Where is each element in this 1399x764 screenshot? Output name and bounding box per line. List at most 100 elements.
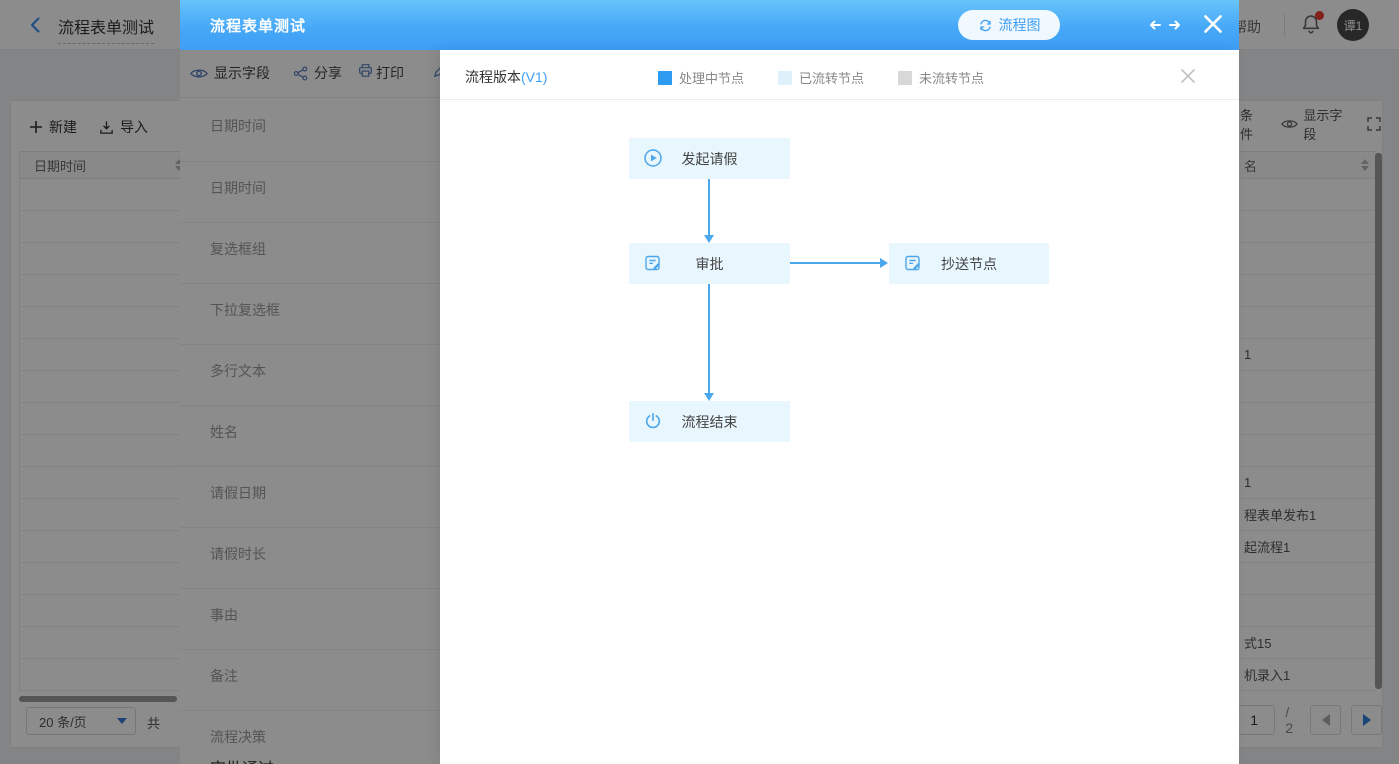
flow-arrow: [790, 262, 880, 264]
page-size-select[interactable]: 20 条/页: [26, 707, 136, 735]
table-row[interactable]: [19, 563, 191, 595]
print-button[interactable]: [358, 63, 373, 78]
decision-value: 审批通过: [210, 755, 274, 764]
field-label: 日期时间: [210, 180, 266, 196]
filter-label: 条件: [1240, 108, 1254, 142]
table-row[interactable]: [19, 499, 191, 531]
flow-node-start[interactable]: 发起请假: [629, 138, 790, 179]
table-row[interactable]: [1240, 307, 1377, 339]
legend-label: 未流转节点: [919, 71, 985, 86]
vertical-scrollbar[interactable]: [1375, 153, 1382, 689]
sort-icon[interactable]: [175, 159, 183, 171]
next-page-button[interactable]: [1351, 705, 1382, 735]
table-row[interactable]: [19, 595, 191, 627]
field-label: 请假日期: [210, 485, 266, 501]
table-row[interactable]: [19, 403, 191, 435]
left-column-header-label: 日期时间: [34, 158, 87, 174]
table-row[interactable]: [1240, 563, 1377, 595]
printer-icon: [358, 63, 373, 78]
left-column-header[interactable]: 日期时间: [19, 151, 191, 179]
flowchart-canvas: 发起请假 审批 抄送节点: [440, 100, 1239, 764]
table-row[interactable]: [19, 371, 191, 403]
table-row[interactable]: [19, 307, 191, 339]
table-row[interactable]: [19, 339, 191, 371]
table-row[interactable]: [19, 531, 191, 563]
show-fields-button[interactable]: 显示字段: [1281, 105, 1348, 143]
filter-conditions-button[interactable]: 条件: [1240, 105, 1263, 143]
plus-icon: [29, 120, 43, 134]
document-edit-icon: [643, 253, 663, 273]
table-row[interactable]: [1240, 179, 1377, 211]
table-row[interactable]: [1240, 211, 1377, 243]
show-fields-button[interactable]: 显示字段: [190, 63, 270, 83]
eye-icon: [1281, 118, 1299, 130]
flow-node-cc[interactable]: 抄送节点: [889, 243, 1049, 284]
flowchart-close-button[interactable]: [1176, 64, 1200, 88]
table-row[interactable]: 起流程1: [1240, 531, 1377, 563]
total-count-label: 共: [147, 716, 161, 731]
table-row[interactable]: [19, 275, 191, 307]
share-button[interactable]: 分享: [293, 63, 342, 83]
new-record-label: 新建: [49, 119, 77, 135]
table-row[interactable]: 机录入1: [1240, 659, 1377, 691]
play-circle-icon: [643, 148, 663, 168]
flowchart-header: 流程版本(V1) 处理中节点 已流转节点 未流转节点: [440, 50, 1239, 100]
right-column-header-label: 名: [1244, 158, 1258, 174]
import-button[interactable]: 导入: [99, 113, 148, 141]
table-row[interactable]: [19, 467, 191, 499]
table-row[interactable]: [19, 211, 191, 243]
dialog-close-button[interactable]: [1200, 11, 1228, 39]
flow-node-label: 抄送节点: [941, 255, 997, 272]
field-label: 流程决策: [210, 729, 266, 745]
legend-item-processing: 处理中节点: [658, 68, 744, 87]
notification-bell-button[interactable]: [1300, 11, 1324, 37]
right-column-header[interactable]: 名: [1240, 151, 1377, 179]
field-block: 日期时间: [180, 100, 1239, 161]
user-avatar[interactable]: 谭1: [1337, 9, 1369, 41]
arrowhead-down-icon: [704, 235, 714, 243]
topbar-divider: [1284, 14, 1285, 36]
legend-item-pending: 未流转节点: [898, 68, 984, 87]
fullscreen-button[interactable]: [1366, 116, 1382, 132]
table-row[interactable]: [1240, 403, 1377, 435]
sort-icon[interactable]: [1361, 159, 1369, 171]
legend-label: 已流转节点: [799, 71, 865, 86]
back-button[interactable]: [26, 15, 46, 35]
flowchart-button[interactable]: 流程图: [958, 10, 1060, 40]
horizontal-scrollbar[interactable]: [19, 696, 177, 702]
prev-page-button[interactable]: [1310, 705, 1342, 735]
fullscreen-icon: [1366, 116, 1382, 132]
table-row[interactable]: [1240, 243, 1377, 275]
flow-node-label: 发起请假: [681, 150, 738, 167]
table-row[interactable]: [1240, 595, 1377, 627]
expand-button[interactable]: [1145, 14, 1185, 36]
legend-swatch-processing: [658, 70, 672, 85]
print-label-wrap[interactable]: 打印: [376, 63, 404, 83]
table-row[interactable]: [1240, 371, 1377, 403]
table-row[interactable]: [19, 243, 191, 275]
flow-arrow: [708, 284, 710, 395]
page-size-value: 20 条/页: [39, 714, 87, 730]
table-row[interactable]: 1: [1240, 467, 1377, 499]
print-label: 打印: [376, 65, 404, 81]
field-label: 备注: [210, 668, 238, 684]
table-row[interactable]: [19, 435, 191, 467]
new-record-button[interactable]: 新建: [29, 113, 77, 141]
power-icon: [643, 411, 663, 431]
flowchart-panel: 流程版本(V1) 处理中节点 已流转节点 未流转节点: [440, 50, 1239, 764]
table-row[interactable]: [19, 659, 191, 691]
table-row[interactable]: 1: [1240, 339, 1377, 371]
left-table-body: [19, 179, 191, 691]
flow-node-approval[interactable]: 审批: [629, 243, 790, 284]
table-row[interactable]: [19, 627, 191, 659]
table-row[interactable]: 式15: [1240, 627, 1377, 659]
flow-node-label: 流程结束: [681, 413, 738, 430]
page-number-input[interactable]: 1: [1233, 705, 1276, 735]
table-row[interactable]: 程表单发布1: [1240, 499, 1377, 531]
table-row[interactable]: [19, 179, 191, 211]
help-link[interactable]: 帮助: [1233, 19, 1261, 35]
table-row[interactable]: [1240, 435, 1377, 467]
table-row[interactable]: [1240, 275, 1377, 307]
flow-node-end[interactable]: 流程结束: [629, 401, 790, 442]
